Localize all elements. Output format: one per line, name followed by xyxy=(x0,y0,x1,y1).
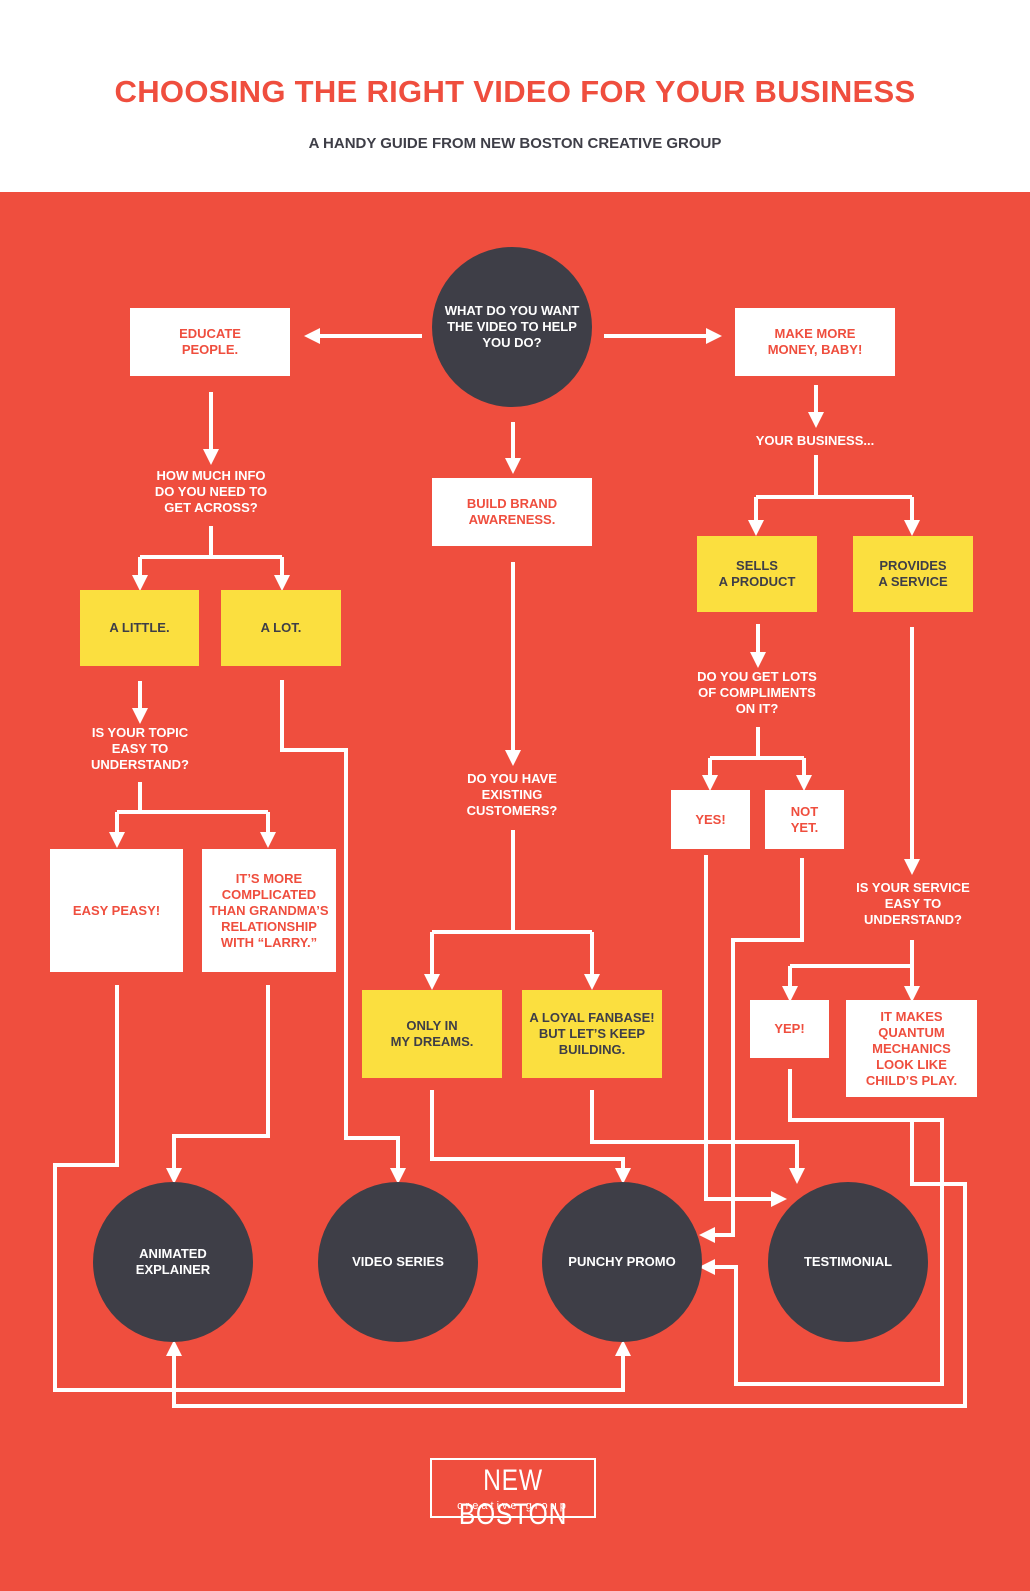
answer-a-little: A LITTLE. xyxy=(80,590,199,666)
arrow-quantum-to-explainer xyxy=(166,1122,967,1408)
arrow-compliments-split xyxy=(710,727,804,760)
arrow-lot-to-video-series xyxy=(280,680,406,1184)
logo-name: NEW BOSTON xyxy=(458,1464,568,1531)
option-build-brand-awareness: BUILD BRAND AWARENESS. xyxy=(432,478,592,546)
answer-only-in-my-dreams: ONLY IN MY DREAMS. xyxy=(362,990,502,1078)
arrow-topic-split xyxy=(117,782,268,814)
arrow-business-split xyxy=(756,455,912,499)
answer-sells-a-product: SELLS A PRODUCT xyxy=(697,536,817,612)
arrow-info-split xyxy=(138,526,284,583)
answer-more-complicated: IT’S MORE COMPLICATED THAN GRANDMA’S REL… xyxy=(202,849,336,972)
answer-provides-a-service: PROVIDES A SERVICE xyxy=(853,536,973,612)
answer-yes: YES! xyxy=(671,790,750,849)
arrow-loyal-to-testimonial xyxy=(590,1090,805,1184)
outcome-testimonial: TESTIMONIAL xyxy=(768,1182,928,1342)
label-your-business: YOUR BUSINESS... xyxy=(755,433,875,448)
question-service-easy: IS YOUR SERVICE EASY TO UNDERSTAND? xyxy=(856,880,970,927)
answer-loyal-fanbase: A LOYAL FANBASE! BUT LET’S KEEP BUILDING… xyxy=(522,990,662,1078)
question-topic-easy: IS YOUR TOPIC EASY TO UNDERSTAND? xyxy=(91,725,189,772)
answer-quantum-mechanics: IT MAKES QUANTUM MECHANICS LOOK LIKE CHI… xyxy=(846,1000,977,1097)
arrow-easy-to-punchy xyxy=(53,985,631,1392)
arrow-complicated-to-explainer xyxy=(166,985,270,1184)
question-how-much-info: HOW MUCH INFO DO YOU NEED TO GET ACROSS? xyxy=(154,468,268,515)
answer-yep: YEP! xyxy=(750,1000,829,1058)
answer-easy-peasy: EASY PEASY! xyxy=(50,849,183,972)
question-existing-customers: DO YOU HAVE EXISTING CUSTOMERS? xyxy=(466,771,558,818)
answer-not-yet: NOT YET. xyxy=(765,790,844,849)
arrow-yes-to-testimonial xyxy=(704,855,787,1207)
outcome-punchy-promo: PUNCHY PROMO xyxy=(542,1182,702,1342)
brand-logo: NEW BOSTON creative group xyxy=(430,1458,596,1531)
page-title: CHOOSING THE RIGHT VIDEO FOR YOUR BUSINE… xyxy=(114,74,916,109)
outcome-animated-explainer: ANIMATED EXPLAINER xyxy=(93,1182,253,1342)
answer-a-lot: A LOT. xyxy=(221,590,341,666)
option-make-more-money: MAKE MORE MONEY, BABY! xyxy=(735,308,895,376)
header: CHOOSING THE RIGHT VIDEO FOR YOUR BUSINE… xyxy=(0,0,1030,192)
page-subtitle: A HANDY GUIDE FROM NEW BOSTON CREATIVE G… xyxy=(308,135,722,152)
arrow-dreams-to-punchy xyxy=(430,1090,631,1184)
outcome-video-series: VIDEO SERIES xyxy=(318,1182,478,1342)
arrow-not-yet-to-punchy xyxy=(699,858,804,1243)
arrow-yep-to-punchy xyxy=(699,1069,944,1386)
question-compliments: DO YOU GET LOTS OF COMPLIMENTS ON IT? xyxy=(697,669,817,716)
start-question: WHAT DO YOU WANT THE VIDEO TO HELP YOU D… xyxy=(432,247,592,407)
arrow-customers-split xyxy=(432,830,592,934)
arrow-service-split xyxy=(790,940,914,968)
logo-tagline: creative group xyxy=(457,1500,569,1512)
option-educate-people: EDUCATE PEOPLE. xyxy=(130,308,290,376)
